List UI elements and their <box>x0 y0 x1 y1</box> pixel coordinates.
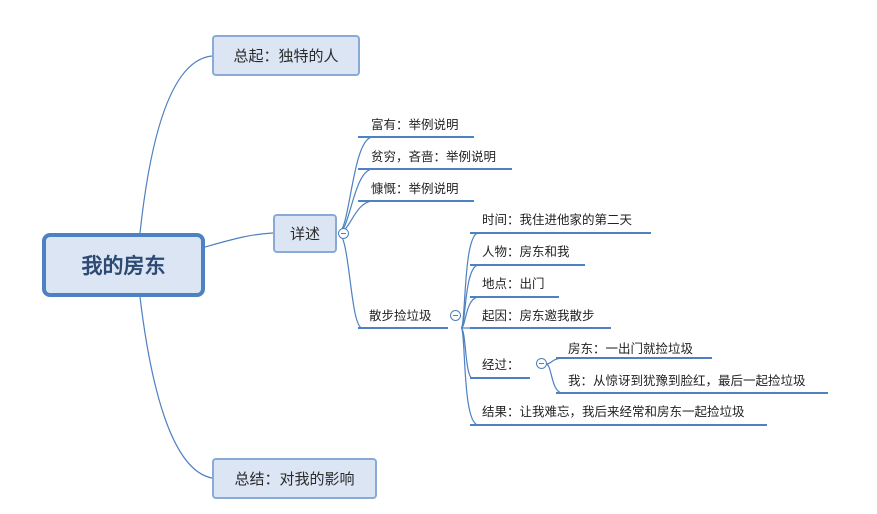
connector-process-me <box>545 363 563 394</box>
node-walk[interactable]: 散步捡垃圾 <box>369 308 432 323</box>
node-summary[interactable]: 总结：对我的影响 <box>212 458 377 499</box>
connector-walk-place <box>460 296 479 329</box>
node-intro[interactable]: 总起：独特的人 <box>212 35 360 76</box>
node-process-landlord[interactable]: 房东：一出门就捡垃圾 <box>568 341 694 356</box>
connector-root-detail <box>204 232 274 248</box>
connector-detail-rich <box>337 136 373 234</box>
node-cause[interactable]: 起因：房东邀我散步 <box>482 308 595 323</box>
connector-walk-result <box>460 327 479 426</box>
collapse-toggle-process-icon[interactable] <box>536 358 547 369</box>
node-rich[interactable]: 富有：举例说明 <box>371 117 459 132</box>
node-place[interactable]: 地点：出门 <box>482 276 545 291</box>
node-generous[interactable]: 慷慨：举例说明 <box>371 181 459 196</box>
connector-root-intro <box>139 55 213 234</box>
node-time[interactable]: 时间：我住进他家的第二天 <box>482 212 633 227</box>
node-poor[interactable]: 贫穷，吝啬：举例说明 <box>371 149 497 164</box>
node-process-me[interactable]: 我：从惊讶到犹豫到脸红，最后一起捡垃圾 <box>568 373 806 388</box>
node-people[interactable]: 人物：房东和我 <box>482 244 570 259</box>
connector-root-summary <box>139 296 213 479</box>
collapse-toggle-detail-icon[interactable] <box>338 228 349 239</box>
node-result[interactable]: 结果：让我难忘，我后来经常和房东一起捡垃圾 <box>482 404 745 419</box>
node-process[interactable]: 经过： <box>482 357 520 372</box>
connector-detail-walk <box>337 232 363 329</box>
collapse-toggle-walk-icon[interactable] <box>450 310 461 321</box>
root-node[interactable]: 我的房东 <box>42 233 205 297</box>
node-detail[interactable]: 详述 <box>273 214 337 253</box>
